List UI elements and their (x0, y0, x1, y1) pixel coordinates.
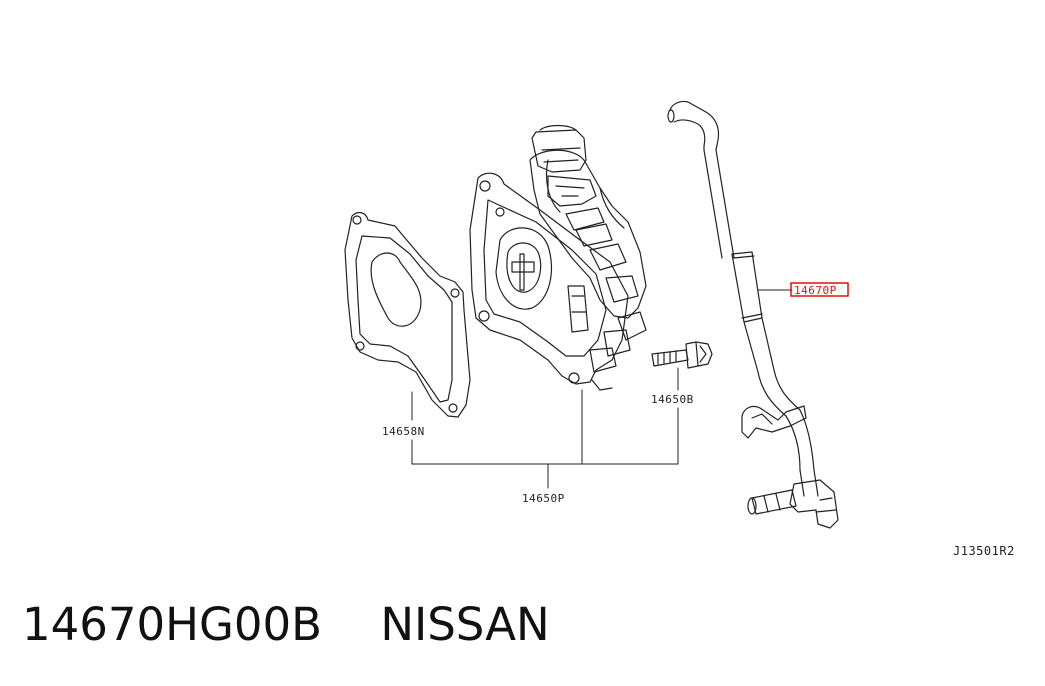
part-number: 14670HG00B (22, 598, 322, 651)
vacuum-hose-part[interactable] (667, 100, 839, 529)
callout-hose[interactable]: 14670P (794, 284, 837, 297)
highlight-box (790, 282, 849, 297)
gasket-part[interactable] (344, 211, 471, 418)
part-caption: 14670HG00B NISSAN (22, 598, 550, 651)
brand-name: NISSAN (380, 598, 550, 651)
diagram-ref-code: J13501R2 (953, 544, 1015, 558)
vacuum-pump-part[interactable] (469, 124, 647, 391)
callout-gasket[interactable]: 14658N (382, 425, 425, 438)
callout-pump-assembly[interactable]: 14650P (522, 492, 565, 505)
bolt-part[interactable] (651, 341, 713, 369)
callout-bolt[interactable]: 14650B (651, 393, 694, 406)
leader-lines (411, 289, 793, 489)
